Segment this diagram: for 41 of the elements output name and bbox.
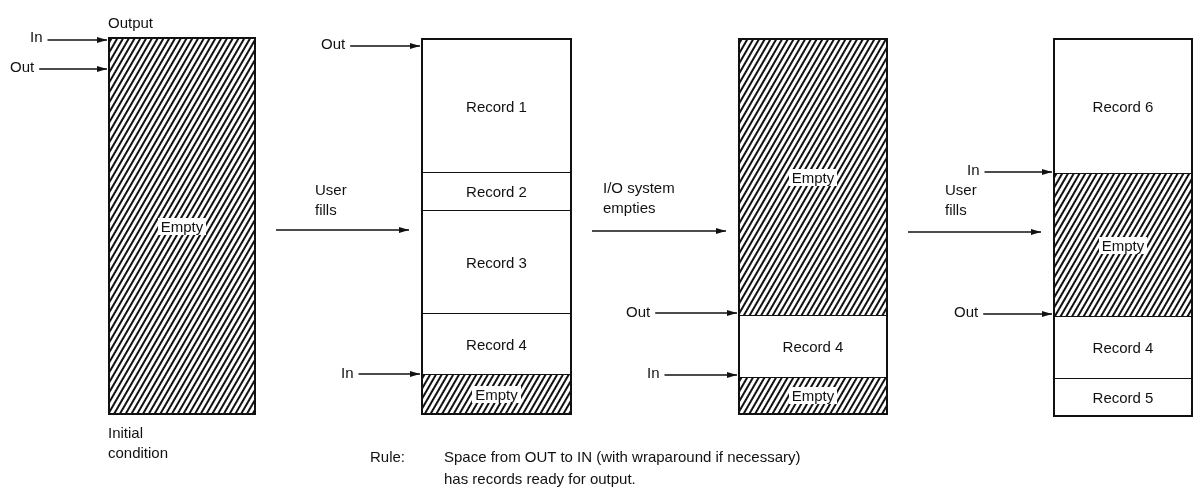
arrow bbox=[663, 372, 738, 378]
buffer-column bbox=[1053, 38, 1193, 417]
pointer-label: Out bbox=[626, 302, 651, 322]
arrow bbox=[907, 229, 1042, 235]
segment-label: Empty bbox=[788, 169, 838, 186]
pointer-label: In bbox=[30, 27, 43, 47]
empty-buffer-segment bbox=[740, 377, 886, 413]
pointer-label: In bbox=[647, 363, 660, 383]
arrow bbox=[357, 371, 421, 377]
segment-label: Record 6 bbox=[1092, 98, 1154, 115]
pointer-label: Out bbox=[10, 57, 35, 77]
edge-label: User fills bbox=[315, 180, 348, 220]
segment-label: Record 4 bbox=[466, 335, 527, 353]
pointer-label: In bbox=[967, 160, 980, 180]
arrow bbox=[982, 311, 1053, 317]
rule-label: Rule: bbox=[370, 447, 407, 467]
segment-label: Record 2 bbox=[466, 183, 527, 200]
segment-label: Record 4 bbox=[782, 338, 844, 355]
edge-label: User fills bbox=[945, 180, 978, 220]
segment-label: Empty bbox=[788, 387, 838, 404]
arrow bbox=[983, 169, 1053, 175]
segment-label: Record 5 bbox=[1092, 388, 1154, 406]
rule-note: Space from OUT to IN (with wraparound if necessary) has records ready for output. bbox=[444, 447, 802, 489]
arrow bbox=[275, 227, 410, 233]
segment-label: Record 4 bbox=[1092, 339, 1154, 356]
arrow bbox=[591, 228, 727, 234]
empty-buffer-segment bbox=[423, 374, 570, 413]
buffer-column bbox=[421, 38, 572, 415]
pointer-label: Out bbox=[321, 34, 346, 54]
arrow bbox=[654, 310, 738, 316]
buffer-caption: Initial condition bbox=[108, 423, 170, 463]
pointer-label: Out bbox=[954, 302, 979, 322]
buffer-column bbox=[738, 38, 888, 415]
pointer-label: In bbox=[341, 363, 354, 383]
arrow bbox=[38, 66, 108, 72]
arrow bbox=[349, 43, 421, 49]
segment-label: Record 1 bbox=[466, 97, 527, 115]
edge-label: I/O system empties bbox=[603, 178, 676, 218]
arrow bbox=[46, 37, 108, 43]
buffer-heading: Output bbox=[108, 13, 154, 33]
segment-label: Record 3 bbox=[466, 253, 527, 271]
